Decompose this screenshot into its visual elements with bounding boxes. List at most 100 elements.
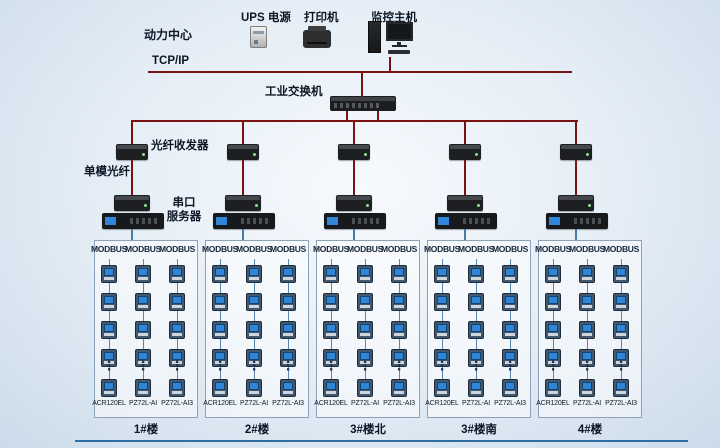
meter-model-label: PZ72L-AI <box>240 400 268 407</box>
ellipsis-dots: ⋮ <box>247 358 261 373</box>
power-meter-icon <box>357 349 373 367</box>
switch-drop-line-left <box>346 111 348 121</box>
power-meter-icon <box>468 349 484 367</box>
serial-link-line <box>353 229 355 240</box>
power-meter-icon <box>502 321 518 339</box>
power-meter-icon <box>246 293 262 311</box>
power-meter-icon <box>246 379 262 397</box>
industrial-switch-icon <box>330 96 396 111</box>
meter-model-label: ACR120EL <box>203 400 237 407</box>
serial-link-line <box>575 229 577 240</box>
power-meter-icon <box>169 265 185 283</box>
power-meter-icon <box>357 293 373 311</box>
power-meter-icon <box>391 379 407 397</box>
power-meter-icon <box>391 265 407 283</box>
serial-server-label: 串口 服务器 <box>160 196 208 224</box>
modbus-label: MODBUS <box>535 244 571 254</box>
meter-model-label: PZ72L-AI3 <box>605 400 637 407</box>
modbus-label: MODBUS <box>313 244 349 254</box>
power-meter-icon <box>545 293 561 311</box>
fiber-transceiver-icon <box>336 195 372 211</box>
power-meter-icon <box>545 321 561 339</box>
meter-model-label: ACR120EL <box>425 400 459 407</box>
power-meter-icon <box>613 379 629 397</box>
power-meter-icon <box>323 265 339 283</box>
fiber-transceiver-icon <box>114 195 150 211</box>
ellipsis-dots: ⋮ <box>170 358 184 373</box>
power-meter-icon <box>545 379 561 397</box>
fiber-transceiver-icon <box>560 144 592 160</box>
modbus-label: MODBUS <box>381 244 417 254</box>
serial-link-line <box>242 229 244 240</box>
power-meter-icon <box>579 379 595 397</box>
serial-server-label-line2: 服务器 <box>166 211 202 223</box>
fiber-link-line <box>464 121 466 144</box>
modbus-label: MODBUS <box>458 244 494 254</box>
power-meter-icon <box>468 293 484 311</box>
ellipsis-dots: ⋮ <box>580 358 594 373</box>
fiber-link-line <box>575 121 577 144</box>
modbus-label: MODBUS <box>569 244 605 254</box>
modbus-label: MODBUS <box>492 244 528 254</box>
fiber-link-line <box>353 160 355 195</box>
power-meter-icon <box>135 349 151 367</box>
power-meter-icon <box>280 349 296 367</box>
power-meter-icon <box>246 349 262 367</box>
meter-model-label: ACR120EL <box>314 400 348 407</box>
power-meter-icon <box>468 265 484 283</box>
meter-model-label: PZ72L-AI <box>462 400 490 407</box>
ellipsis-dots: ⋮ <box>469 358 483 373</box>
power-meter-icon <box>434 349 450 367</box>
tcpip-line <box>148 71 572 73</box>
ellipsis-dots: ⋮ <box>213 358 227 373</box>
fiber-transceiver-label: 光纤收发器 <box>151 140 209 152</box>
modbus-label: MODBUS <box>159 244 195 254</box>
power-meter-icon <box>468 379 484 397</box>
fiber-transceiver-icon <box>227 144 259 160</box>
power-meter-icon <box>212 265 228 283</box>
monitor-host-icon <box>368 19 416 57</box>
power-meter-icon <box>613 293 629 311</box>
serial-link-line <box>131 229 133 240</box>
power-meter-icon <box>613 321 629 339</box>
modbus-label: MODBUS <box>236 244 272 254</box>
modbus-label: MODBUS <box>91 244 127 254</box>
power-meter-icon <box>391 293 407 311</box>
power-meter-icon <box>502 349 518 367</box>
building-label: 2#楼 <box>244 424 270 436</box>
fiber-link-line <box>242 121 244 144</box>
ellipsis-dots: ⋮ <box>546 358 560 373</box>
power-meter-icon <box>323 293 339 311</box>
power-meter-icon <box>212 321 228 339</box>
ellipsis-dots: ⋮ <box>503 358 517 373</box>
fiber-link-line <box>353 121 355 144</box>
ellipsis-dots: ⋮ <box>136 358 150 373</box>
fiber-transceiver-icon <box>225 195 261 211</box>
serial-link-line <box>464 229 466 240</box>
serial-server-label-line1: 串口 <box>172 197 196 209</box>
building-label: 1#楼 <box>133 424 159 436</box>
monitor-tcpip-line <box>389 57 391 72</box>
meter-model-label: PZ72L-AI3 <box>494 400 526 407</box>
power-meter-icon <box>246 265 262 283</box>
meter-model-label: PZ72L-AI <box>573 400 601 407</box>
power-meter-icon <box>169 321 185 339</box>
building-label: 3#楼北 <box>350 424 386 436</box>
power-meter-icon <box>101 379 117 397</box>
meter-model-label: PZ72L-AI <box>129 400 157 407</box>
power-meter-icon <box>101 321 117 339</box>
ellipsis-dots: ⋮ <box>358 358 372 373</box>
power-meter-icon <box>135 265 151 283</box>
tcpip-switch-line <box>361 73 363 97</box>
power-meter-icon <box>323 349 339 367</box>
power-meter-icon <box>502 265 518 283</box>
power-meter-icon <box>280 265 296 283</box>
serial-server-icon <box>546 213 608 229</box>
modbus-label: MODBUS <box>125 244 161 254</box>
